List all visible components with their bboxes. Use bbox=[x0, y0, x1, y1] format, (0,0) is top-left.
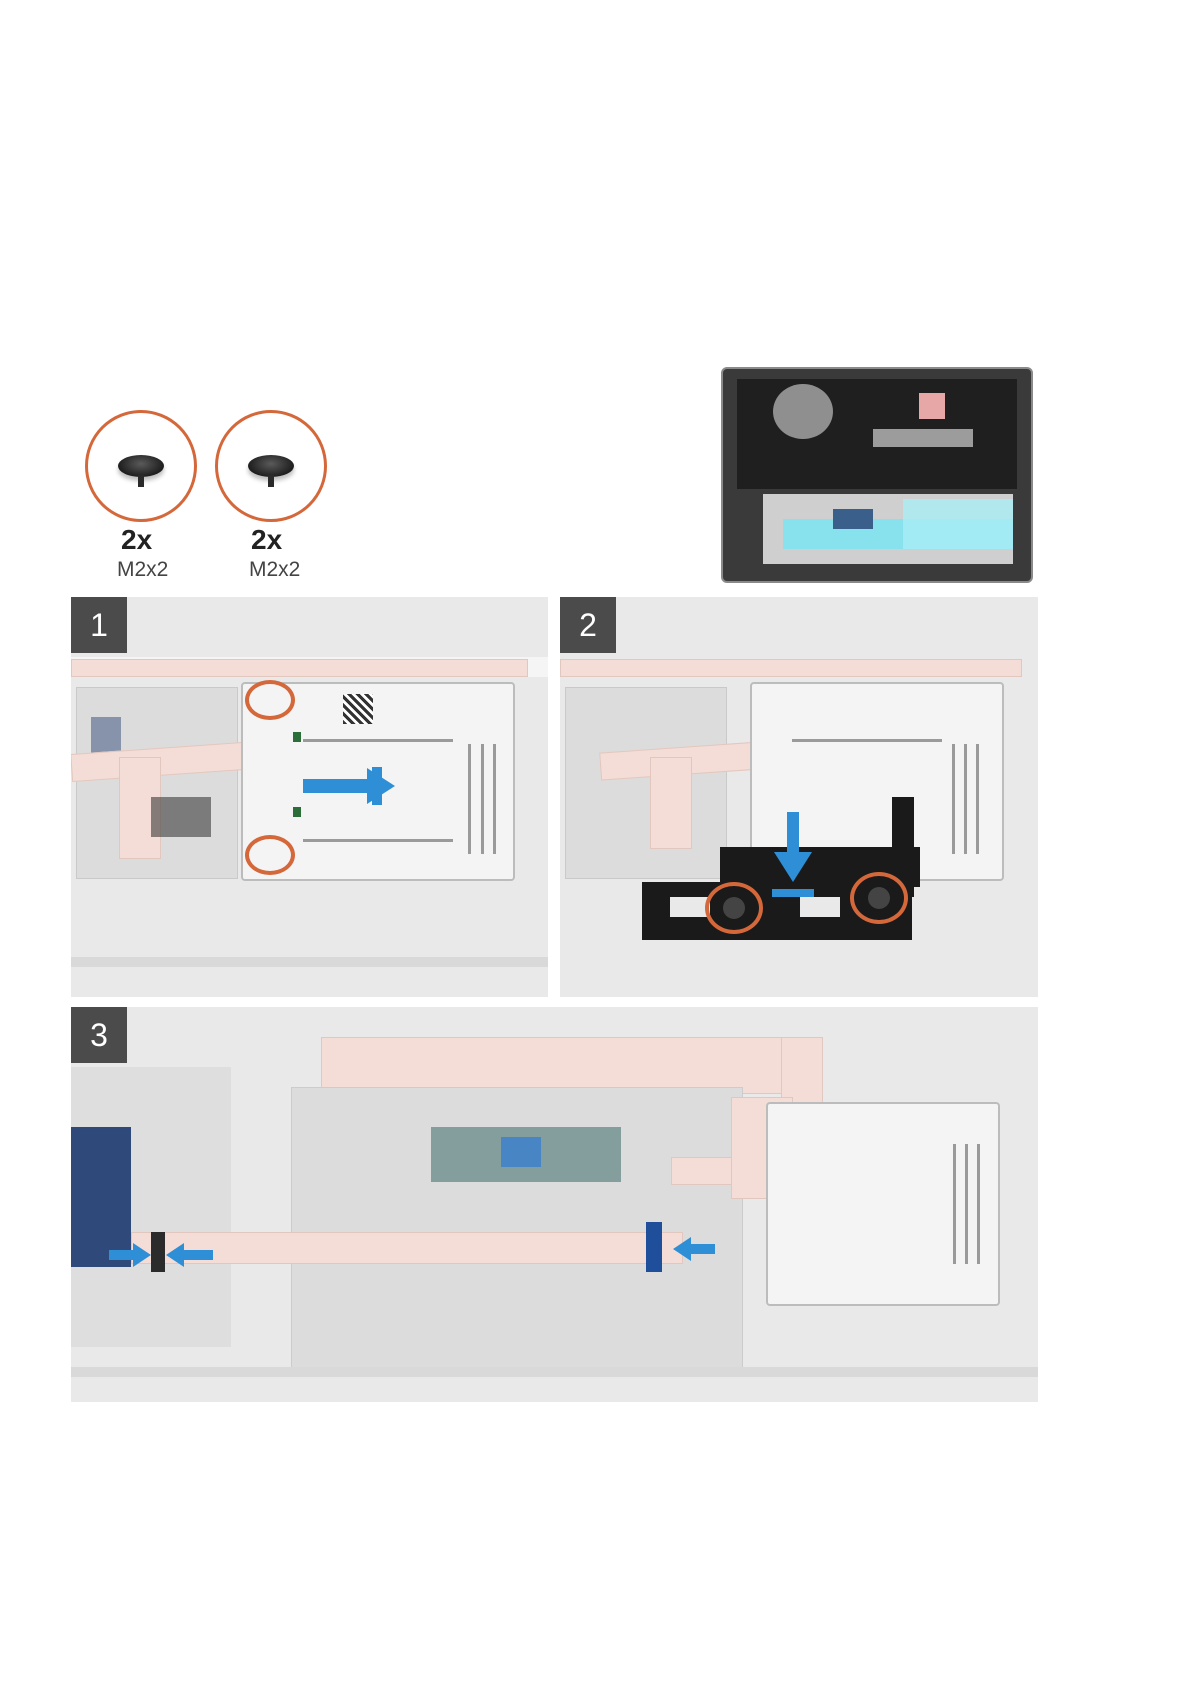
screw-size: M2x2 bbox=[117, 558, 168, 582]
step-number: 2 bbox=[560, 597, 616, 653]
arrow-right-icon bbox=[303, 779, 373, 793]
step-3-panel: 3 bbox=[71, 1007, 1038, 1402]
smart-card-reader bbox=[766, 1102, 1000, 1306]
arrow-left-icon bbox=[183, 1250, 213, 1260]
step-number: 1 bbox=[71, 597, 127, 653]
screw-quantity: 2x bbox=[121, 524, 152, 556]
step-number: 3 bbox=[71, 1007, 127, 1063]
step-2-panel: 2 bbox=[560, 597, 1038, 997]
laptop-overview-image bbox=[721, 367, 1033, 583]
arrow-down-icon bbox=[787, 812, 799, 857]
screw-callout-ring bbox=[245, 835, 295, 875]
screw-callout-ring bbox=[245, 680, 295, 720]
arrow-left-icon bbox=[691, 1244, 715, 1254]
screw-icon bbox=[85, 410, 197, 522]
screw-size: M2x2 bbox=[249, 558, 300, 582]
screw-quantity: 2x bbox=[251, 524, 282, 556]
step-1-panel: 1 bbox=[71, 597, 548, 997]
screw-icon bbox=[215, 410, 327, 522]
